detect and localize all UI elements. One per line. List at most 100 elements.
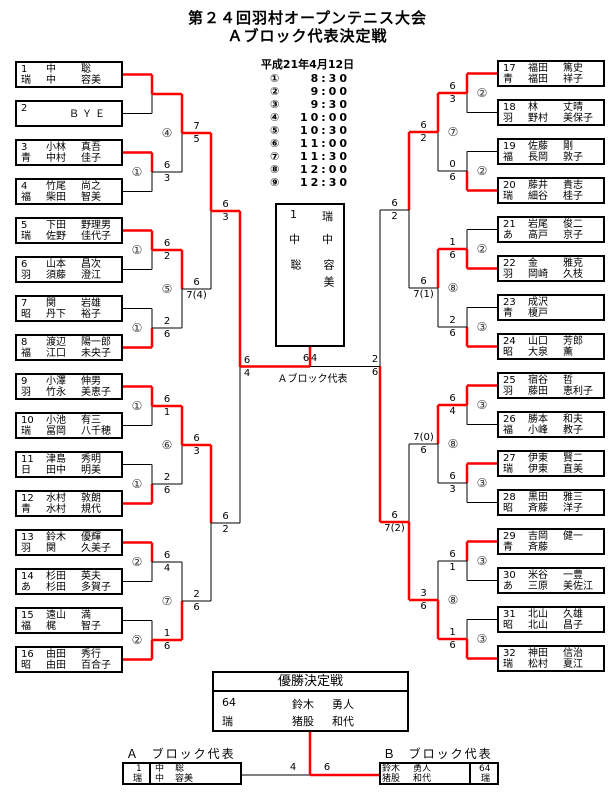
club: 昭	[21, 660, 31, 671]
block-winner-number: 1	[290, 208, 297, 221]
player2-surname: 須藤	[46, 270, 66, 281]
club: 羽	[21, 270, 31, 281]
score-upper: 6	[163, 238, 171, 249]
player1-surname: 渡辺	[46, 337, 66, 348]
club: 青	[503, 308, 513, 319]
player1-surname: 林	[528, 102, 538, 113]
club: 瑞	[503, 191, 513, 202]
player1-given: 野理男	[81, 220, 111, 231]
b-block-rep-label: Ｂ ブロック代表	[383, 745, 493, 762]
club: 福	[21, 192, 31, 203]
score-upper: 6	[449, 81, 456, 92]
player1-given: 信治	[563, 648, 583, 659]
score-upper: 6	[163, 394, 171, 405]
final-score-a: 4	[289, 762, 297, 773]
player1-surname: 宿谷	[528, 375, 548, 386]
slot-time: 12:30	[299, 176, 350, 189]
time-slot-mark: ③	[476, 398, 488, 412]
seed-number: 25	[503, 375, 516, 386]
score-lower: 1	[449, 562, 456, 573]
club: 瑞	[21, 231, 31, 242]
score-upper: 6	[243, 355, 251, 366]
time-slot-mark: ②	[131, 555, 143, 569]
seed-number: 19	[503, 141, 516, 152]
slot-time: 10:00	[299, 111, 350, 124]
final-score-b: 6	[323, 762, 331, 773]
player2-given: 祥子	[563, 74, 583, 85]
player2-surname: 斉藤	[528, 542, 548, 553]
b-block-rep-box: 鈴木 勇人 猪股 和代 64 瑞	[379, 762, 499, 785]
seed-number: 23	[503, 297, 516, 308]
player2-surname: 榎戸	[528, 308, 548, 319]
seed-number: 7	[21, 298, 28, 309]
player2-given: 澄江	[81, 270, 101, 281]
score-lower: 6	[449, 328, 456, 339]
player2-given: 容美	[81, 75, 101, 86]
score-lower: 6	[449, 250, 456, 261]
time-slot-mark: ①	[131, 321, 143, 335]
block-winner-club: 瑞	[322, 210, 333, 223]
seed-number: 9	[21, 376, 28, 387]
slot-time: 11:00	[299, 137, 350, 150]
club: 青	[503, 542, 513, 553]
player1-given: 敦朗	[81, 493, 101, 504]
club: 羽	[503, 113, 513, 124]
score-upper: 6	[449, 549, 456, 560]
player1-given: 昌次	[81, 259, 101, 270]
champion-p1-given: 勇人	[332, 698, 354, 711]
champion-p2-surname: 猪股	[292, 715, 314, 728]
slot-mark: ⑤	[270, 124, 280, 137]
club: 青	[21, 504, 31, 515]
score-upper: 6	[222, 511, 229, 522]
time-slot-mark: ②	[131, 633, 143, 647]
time-slot-mark: ⑥	[161, 438, 173, 452]
club: 羽	[21, 387, 31, 398]
seed-number: 22	[503, 258, 516, 269]
player2-surname: 高戸	[528, 230, 548, 241]
player2-given: 美保子	[563, 113, 593, 124]
player2-surname: 伊東	[528, 464, 548, 475]
score-lower: 2	[391, 211, 398, 222]
seed-number: 28	[503, 492, 516, 503]
player1-given: 有三	[81, 415, 101, 426]
player1-surname: 岩尾	[528, 219, 548, 230]
seed-number: 5	[21, 220, 28, 231]
score-upper: 2	[163, 472, 171, 483]
score-lower: 6	[420, 601, 427, 612]
player1-given: 真吾	[81, 142, 101, 153]
slot-mark: ③	[270, 98, 280, 111]
player2-surname: 佐野	[46, 231, 66, 242]
player1-surname: 福田	[528, 63, 548, 74]
slot-time: 9:30	[310, 98, 350, 111]
club: 昭	[503, 503, 513, 514]
seed-number: 17	[503, 63, 516, 74]
player2-surname: 水村	[46, 504, 66, 515]
time-slot-mark: ①	[131, 477, 143, 491]
player2-given: 久枝	[563, 269, 583, 280]
club: 日	[21, 465, 31, 476]
score-upper: 6	[193, 433, 200, 444]
player1-surname: 山本	[46, 259, 66, 270]
player2-surname: 北山	[528, 620, 548, 631]
player1-given: 一豊	[563, 570, 583, 581]
seed-number: 13	[21, 532, 34, 543]
player1-surname: 小池	[46, 415, 66, 426]
score-upper: 7(0)	[413, 432, 434, 443]
player2-surname: 関	[46, 543, 56, 554]
b-rep-divider	[469, 762, 471, 785]
player2-surname: 斉藤	[528, 503, 548, 514]
slot-mark: ①	[270, 72, 280, 85]
score-upper: 2	[163, 316, 171, 327]
